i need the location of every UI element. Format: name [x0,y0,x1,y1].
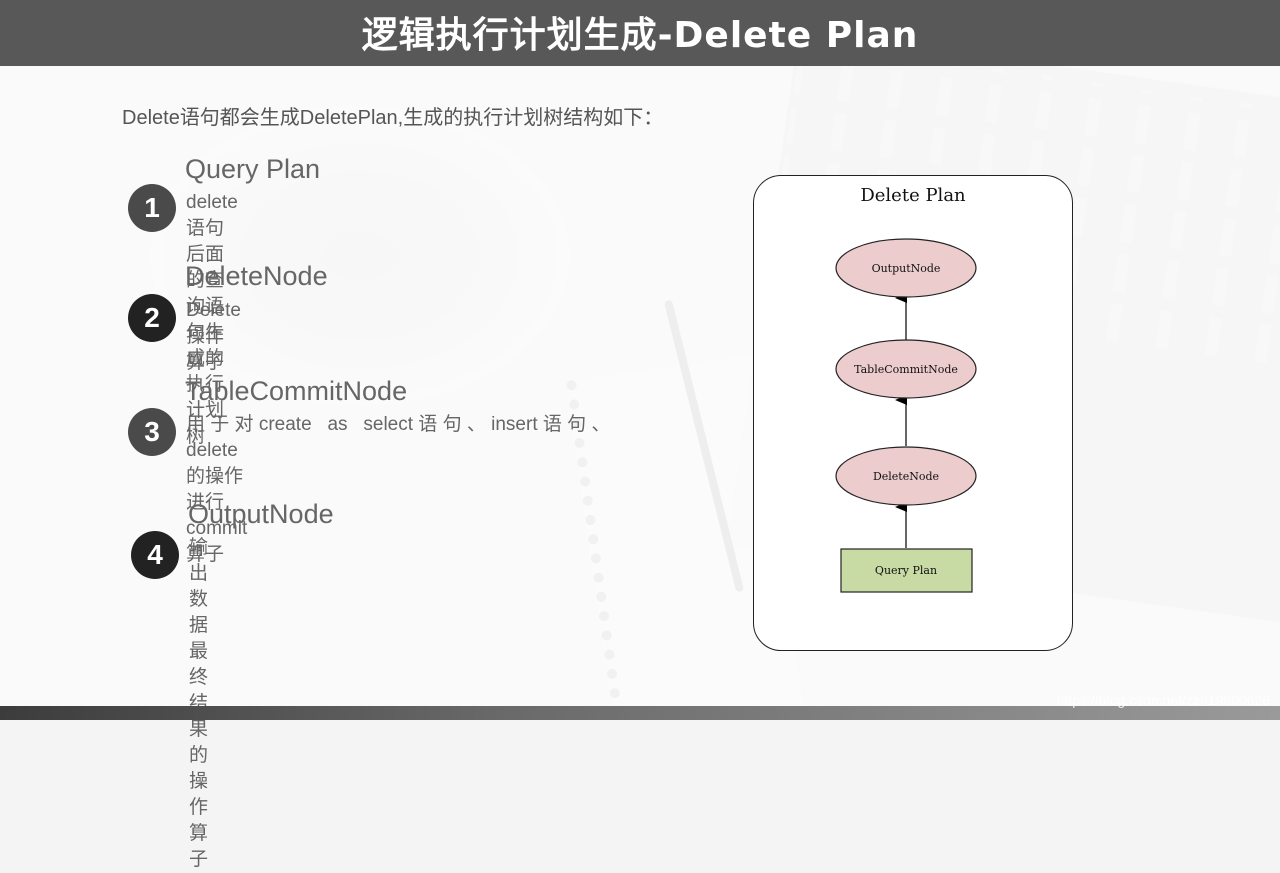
node-query-label: Query Plan [875,564,937,577]
footer-bar [0,706,1280,720]
slide-title: 逻辑执行计划生成-Delete Plan [361,15,919,56]
node-commit-label: TableCommitNode [854,363,958,376]
number-badge: 2 [128,294,176,342]
title-bar: 逻辑执行计划生成-Delete Plan [0,0,1280,66]
number-badge: 4 [131,531,179,579]
node-delete: DeleteNode [835,446,977,506]
node-output: OutputNode [835,238,977,298]
node-table-commit: TableCommitNode [835,339,977,399]
node-delete-label: DeleteNode [873,470,939,483]
intro-text: Delete语句都会生成DeletePlan,生成的执行计划树结构如下： [122,107,664,129]
item-description: 输出数据最终结果的操作算子 [189,537,209,870]
delete-plan-diagram: Delete Plan OutputNode TableCommitNode D… [753,175,1073,651]
plan-tree-svg: Delete Plan OutputNode TableCommitNode D… [835,185,977,593]
number-badge: 3 [128,408,176,456]
number-badge: 1 [128,184,176,232]
item-description: Delete操作算子 [186,300,241,373]
node-query-plan: Query Plan [840,548,973,593]
item-description-line-1: 用 于 对 create as select 语 句 、 insert 语 句 … [186,414,611,435]
item-title: TableCommitNode [185,376,408,406]
item-title: DeleteNode [185,261,328,291]
item-description-line-2: delete的操作进行commit算子 [186,440,248,565]
item-description: delete语句后面的查询语句生成的执行计划树 [186,192,238,447]
item-title: OutputNode [188,499,334,529]
item-title: Query Plan [185,154,321,184]
node-output-label: OutputNode [872,262,941,275]
diagram-title: Delete Plan [860,185,966,206]
watermark-text: https://blog.csdn.net/zzh19800626 [1056,692,1270,708]
